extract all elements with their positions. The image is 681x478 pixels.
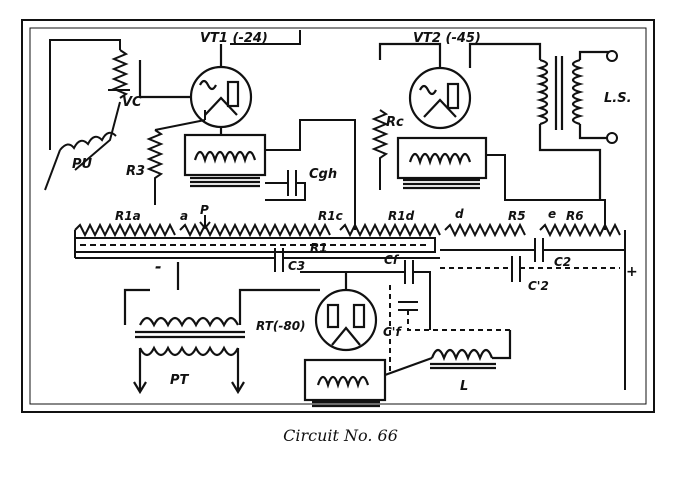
vt1-tube — [138, 44, 253, 129]
label-rt: RT(-80) — [256, 319, 306, 333]
label-ls: L.S. — [604, 91, 632, 106]
capacitor-c3 — [74, 230, 440, 272]
label-r1: R1 — [310, 241, 328, 255]
choke-l — [384, 330, 512, 377]
diagram-caption: Circuit No. 66 — [283, 426, 398, 445]
label-p: P — [200, 203, 209, 217]
label-r1d: R1d — [388, 209, 415, 223]
label-c3: C3 — [288, 259, 305, 273]
label-c2: C2 — [554, 255, 571, 269]
divider-chain — [74, 222, 626, 390]
capacitor-cf-prime — [389, 285, 510, 375]
volume-control — [49, 39, 130, 171]
label-vt2: VT2 (-45) — [413, 31, 481, 46]
label-a: a — [180, 209, 188, 223]
label-cgh: Cgh — [309, 167, 337, 182]
label-r5: R5 — [508, 209, 526, 223]
rt-rectifier-tube — [303, 272, 387, 408]
vt2-filament-coil — [396, 136, 488, 190]
speaker-terminal-top — [606, 50, 618, 62]
resistor-r3 — [146, 129, 164, 205]
label-cf-prime: C'f — [383, 325, 402, 339]
vt2-tube — [378, 42, 472, 130]
inner-frame — [29, 27, 647, 405]
label-cf: Cf — [384, 253, 400, 267]
power-transformer — [123, 262, 320, 395]
resistor-rc — [371, 109, 389, 190]
label-r1a: R1a — [115, 209, 141, 223]
label-vt1: VT1 (-24) — [200, 31, 268, 46]
label-minus: - — [155, 257, 162, 276]
label-r3: R3 — [126, 164, 145, 179]
wiring — [204, 30, 606, 230]
label-d: d — [455, 207, 464, 221]
capacitor-cf — [300, 260, 431, 330]
pickup-coil — [44, 131, 117, 191]
wire-r3-top — [154, 119, 206, 131]
capacitor-cgh — [265, 170, 306, 201]
r1-dashed-bar — [74, 237, 436, 253]
label-pu: PU — [72, 157, 93, 172]
label-pt: PT — [170, 373, 190, 388]
label-plus: + — [626, 264, 638, 280]
speaker-terminal-bottom — [606, 132, 618, 144]
label-rc: Rc — [386, 115, 404, 130]
label-e: e — [548, 207, 556, 221]
label-r6: R6 — [566, 209, 584, 223]
label-vc: VC — [122, 95, 142, 110]
label-l: L — [460, 379, 468, 394]
vt1-filament-coil — [183, 127, 267, 188]
output-transformer — [468, 42, 610, 200]
diagram-frame — [21, 19, 655, 413]
capacitor-c2 — [440, 238, 625, 262]
capacitor-c2-prime — [440, 256, 620, 282]
tap-p-arrow — [199, 215, 211, 230]
label-c2-prime: C'2 — [528, 279, 549, 293]
label-r1c: R1c — [318, 209, 343, 223]
